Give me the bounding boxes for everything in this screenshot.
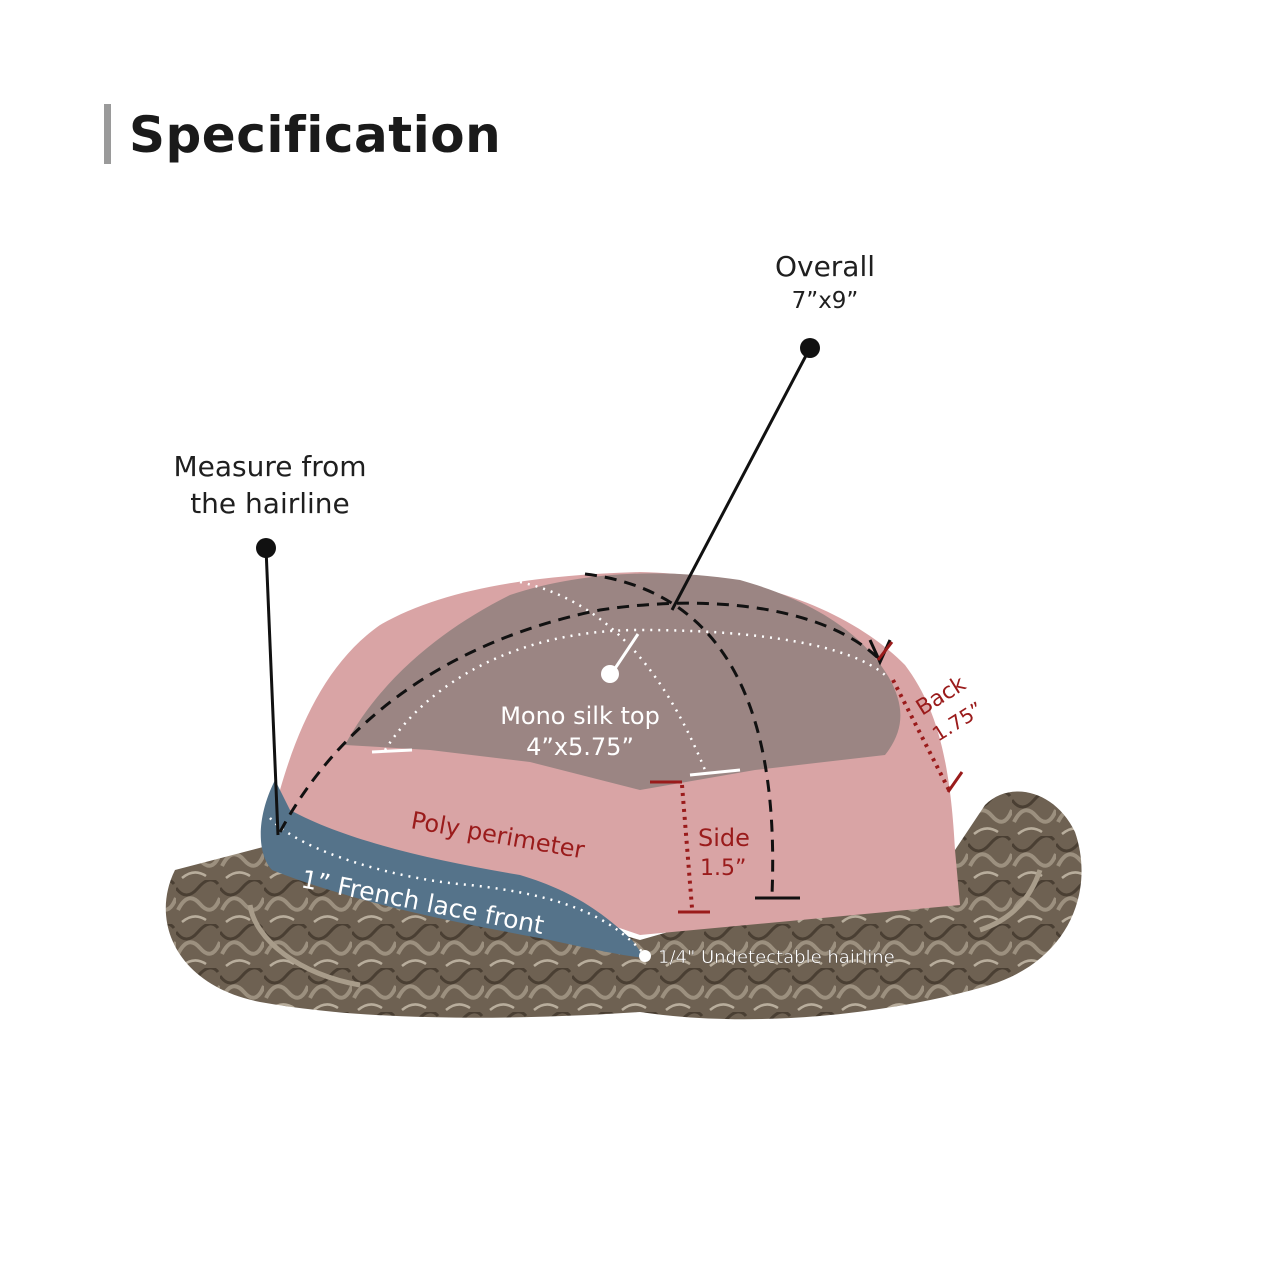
mono-silk-top-zone [345,573,901,790]
measure-label-line2: the hairline [190,487,350,520]
hair-mass [165,791,1082,1020]
back-measure-marker [876,641,964,793]
measure-pointer-dot-icon [256,538,276,558]
measure-label-line1: Measure from [173,450,367,483]
side-name-label: Side [698,824,750,852]
mono-size-label: 4”x5.75” [526,733,634,761]
hairline-pointer-dot-icon [639,950,651,962]
side-size-label: 1.5” [700,856,746,881]
mono-boundary-lines [383,580,886,771]
overall-measure-arcs [278,572,882,896]
measure-leader-line [264,547,280,836]
page-title: Specification [129,106,502,164]
overall-leader-line [670,347,812,611]
mono-name-label: Mono silk top [500,702,660,730]
overall-pointer-dot-icon [800,338,820,358]
mono-pointer-dot-icon [601,665,619,683]
title-accent-bar [104,104,111,164]
french-lace-front-zone [260,780,645,958]
overall-size-label: 7”x9” [791,288,859,314]
side-measure-marker [650,780,710,914]
mono-leader-line [610,633,640,674]
overall-label: Overall [774,250,876,283]
hairline-label: 1/4" Undetectable hairline [658,947,895,968]
